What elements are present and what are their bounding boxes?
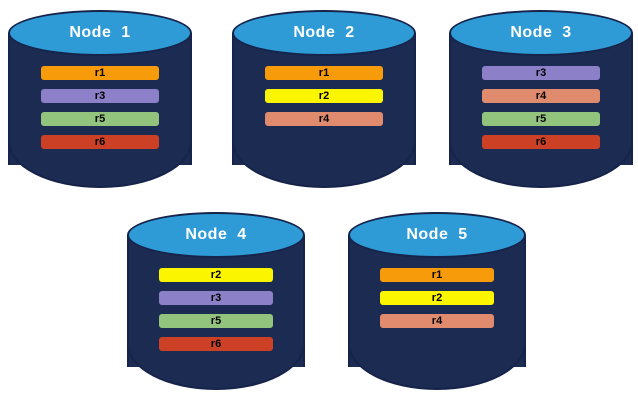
record-bar[interactable]: r2: [380, 291, 494, 305]
record-bar[interactable]: r6: [159, 337, 273, 351]
node-label: Node 1: [69, 24, 131, 41]
record-bar[interactable]: r6: [482, 135, 600, 149]
record-list: r3 r4 r5 r6: [482, 66, 600, 149]
node-label: Node 4: [185, 226, 247, 243]
record-bar[interactable]: r3: [159, 291, 273, 305]
record-list: r1 r2 r4: [380, 268, 494, 328]
record-bar[interactable]: r1: [265, 66, 383, 80]
node-cylinder[interactable]: Node 4 r2 r3 r5 r6: [127, 212, 305, 390]
record-list: r2 r3 r5 r6: [159, 268, 273, 351]
node-cylinder[interactable]: Node 3 r3 r4 r5 r6: [449, 10, 633, 188]
node-cylinder[interactable]: Node 5 r1 r2 r4: [348, 212, 526, 390]
record-bar[interactable]: r2: [159, 268, 273, 282]
cylinder-top-disc: [8, 10, 192, 56]
node-cylinder[interactable]: Node 1 r1 r3 r5 r6: [8, 10, 192, 188]
record-bar[interactable]: r1: [380, 268, 494, 282]
node-label: Node 3: [510, 24, 572, 41]
record-bar[interactable]: r4: [380, 314, 494, 328]
node-label: Node 2: [293, 24, 355, 41]
node-cylinder[interactable]: Node 2 r1 r2 r4: [232, 10, 416, 188]
cylinder-base: [232, 142, 416, 188]
record-bar[interactable]: r3: [482, 66, 600, 80]
record-bar[interactable]: r6: [41, 135, 159, 149]
record-bar[interactable]: r2: [265, 89, 383, 103]
node-label: Node 5: [406, 226, 468, 243]
record-bar[interactable]: r4: [482, 89, 600, 103]
record-bar[interactable]: r1: [41, 66, 159, 80]
record-bar[interactable]: r4: [265, 112, 383, 126]
record-bar[interactable]: r5: [159, 314, 273, 328]
cylinder-top-disc: [449, 10, 633, 56]
cylinder-base: [348, 344, 526, 390]
cylinder-top-disc: [127, 212, 305, 258]
record-list: r1 r2 r4: [265, 66, 383, 126]
record-bar[interactable]: r5: [482, 112, 600, 126]
record-list: r1 r3 r5 r6: [41, 66, 159, 149]
record-bar[interactable]: r5: [41, 112, 159, 126]
cylinder-top-disc: [348, 212, 526, 258]
cylinder-top-disc: [232, 10, 416, 56]
record-bar[interactable]: r3: [41, 89, 159, 103]
